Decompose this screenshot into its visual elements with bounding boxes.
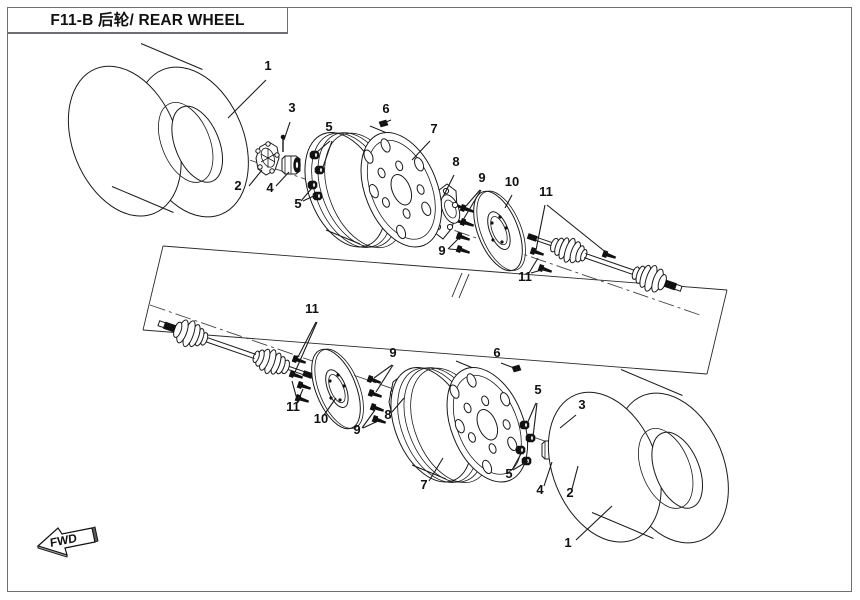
axle-nut-upper xyxy=(281,155,301,175)
callout-lower-axle-nut-4: 4 xyxy=(536,482,544,497)
forward-direction-badge: FWD xyxy=(36,526,99,558)
callout-lower-wheel-rim-7: 7 xyxy=(420,477,427,492)
callout-lower-tire-1: 1 xyxy=(564,535,571,550)
callout-upper-tire-1: 1 xyxy=(264,58,271,73)
brake-disc-upper xyxy=(463,183,536,278)
callout-upper-disc-bolt-11: 11 xyxy=(518,269,532,284)
brake-disc-lower xyxy=(301,341,374,436)
callout-upper-cotter-pin-3: 3 xyxy=(288,100,295,115)
callout-upper-hub-bolt-9: 9 xyxy=(438,243,445,258)
callout-lower-lug-nut-5: 5 xyxy=(534,382,541,397)
callout-lower-hub-bolt-9: 9 xyxy=(353,422,360,437)
callout-lower-hub-cap-2: 2 xyxy=(566,485,573,500)
callout-upper-brake-disc-10: 10 xyxy=(505,174,519,189)
rear-tire-upper xyxy=(46,43,270,235)
upper-wheel-assembly xyxy=(46,43,701,316)
callout-upper-lug-nut-5: 5 xyxy=(325,119,332,134)
callout-lower-wheel-hub-8: 8 xyxy=(384,407,391,422)
disc-bolts-lower xyxy=(288,355,312,405)
title-box: F11-B 后轮/ REAR WHEEL xyxy=(8,8,288,34)
lower-wheel-assembly xyxy=(149,304,750,561)
rear-tire-lower xyxy=(526,369,750,561)
callout-upper-hub-cap-2: 2 xyxy=(234,178,241,193)
callout-upper-wheel-rim-7: 7 xyxy=(430,121,437,136)
callout-lower-disc-bolt-11: 11 xyxy=(305,301,319,316)
cv-axle-shaft-upper xyxy=(523,222,687,303)
callout-upper-hub-bolt-9: 9 xyxy=(478,170,485,185)
callout-lower-brake-disc-10: 10 xyxy=(314,411,328,426)
callout-upper-lug-nut-5: 5 xyxy=(294,196,301,211)
page-title: F11-B 后轮/ REAR WHEEL xyxy=(50,12,245,29)
hub-cap-upper xyxy=(255,141,280,176)
callout-upper-valve-stem-6: 6 xyxy=(382,101,389,116)
wheel-rim-upper xyxy=(288,120,458,261)
callout-lower-lug-nut-5: 5 xyxy=(505,466,512,481)
callout-upper-axle-nut-4: 4 xyxy=(266,180,274,195)
wheel-rim-lower xyxy=(374,355,544,496)
callout-lower-valve-stem-6: 6 xyxy=(493,345,500,360)
leader-lines xyxy=(227,79,613,541)
callout-upper-wheel-hub-8: 8 xyxy=(452,154,459,169)
callout-upper-disc-bolt-11: 11 xyxy=(539,184,553,199)
cotter-pin-upper xyxy=(280,134,286,152)
valve-stem-lower xyxy=(511,364,522,373)
callout-lower-cotter-pin-3: 3 xyxy=(578,397,585,412)
callout-lower-hub-bolt-9: 9 xyxy=(389,345,396,360)
fwd-label: FWD xyxy=(49,531,77,550)
layout-frame xyxy=(142,245,728,375)
fwd-arrow-icon: FWD xyxy=(36,526,99,558)
callout-lower-disc-bolt-11: 11 xyxy=(286,399,300,414)
